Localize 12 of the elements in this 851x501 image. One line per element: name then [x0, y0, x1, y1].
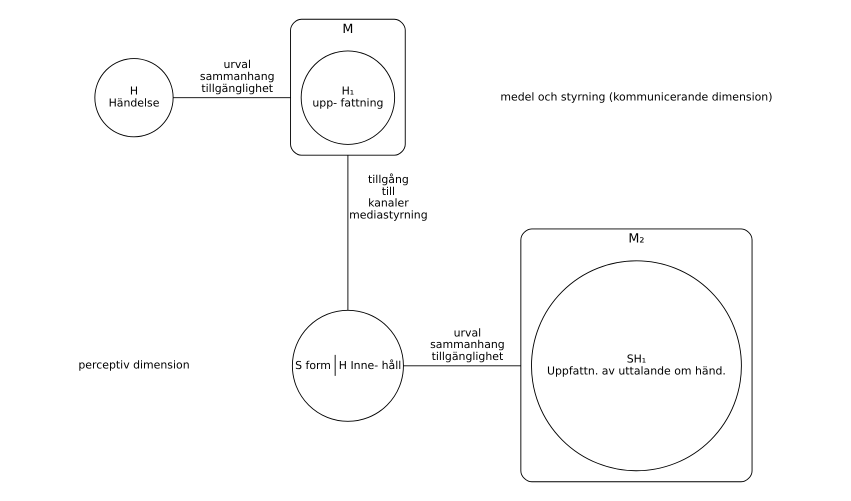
- node-circle: H₁ upp- fattning: [300, 50, 396, 145]
- connector: [172, 97, 291, 98]
- edge-label: tillgång till kanaler mediastyrning: [349, 173, 428, 222]
- label: perceptiv dimension: [78, 358, 190, 372]
- connector: [403, 365, 522, 366]
- edge-label: urval sammanhang tillgänglighet: [430, 326, 505, 363]
- label: medel och styrning (kommunicerande dimension): [500, 90, 772, 104]
- edge-label: urval sammanhang tillgänglighet: [200, 58, 275, 95]
- node-circle: SH₁ Uppfattn. av uttalande om händ.: [531, 260, 742, 472]
- node-circle: H Händelse: [94, 58, 174, 138]
- node-circle: S form H Inne- håll: [292, 310, 404, 422]
- connector: [347, 154, 348, 310]
